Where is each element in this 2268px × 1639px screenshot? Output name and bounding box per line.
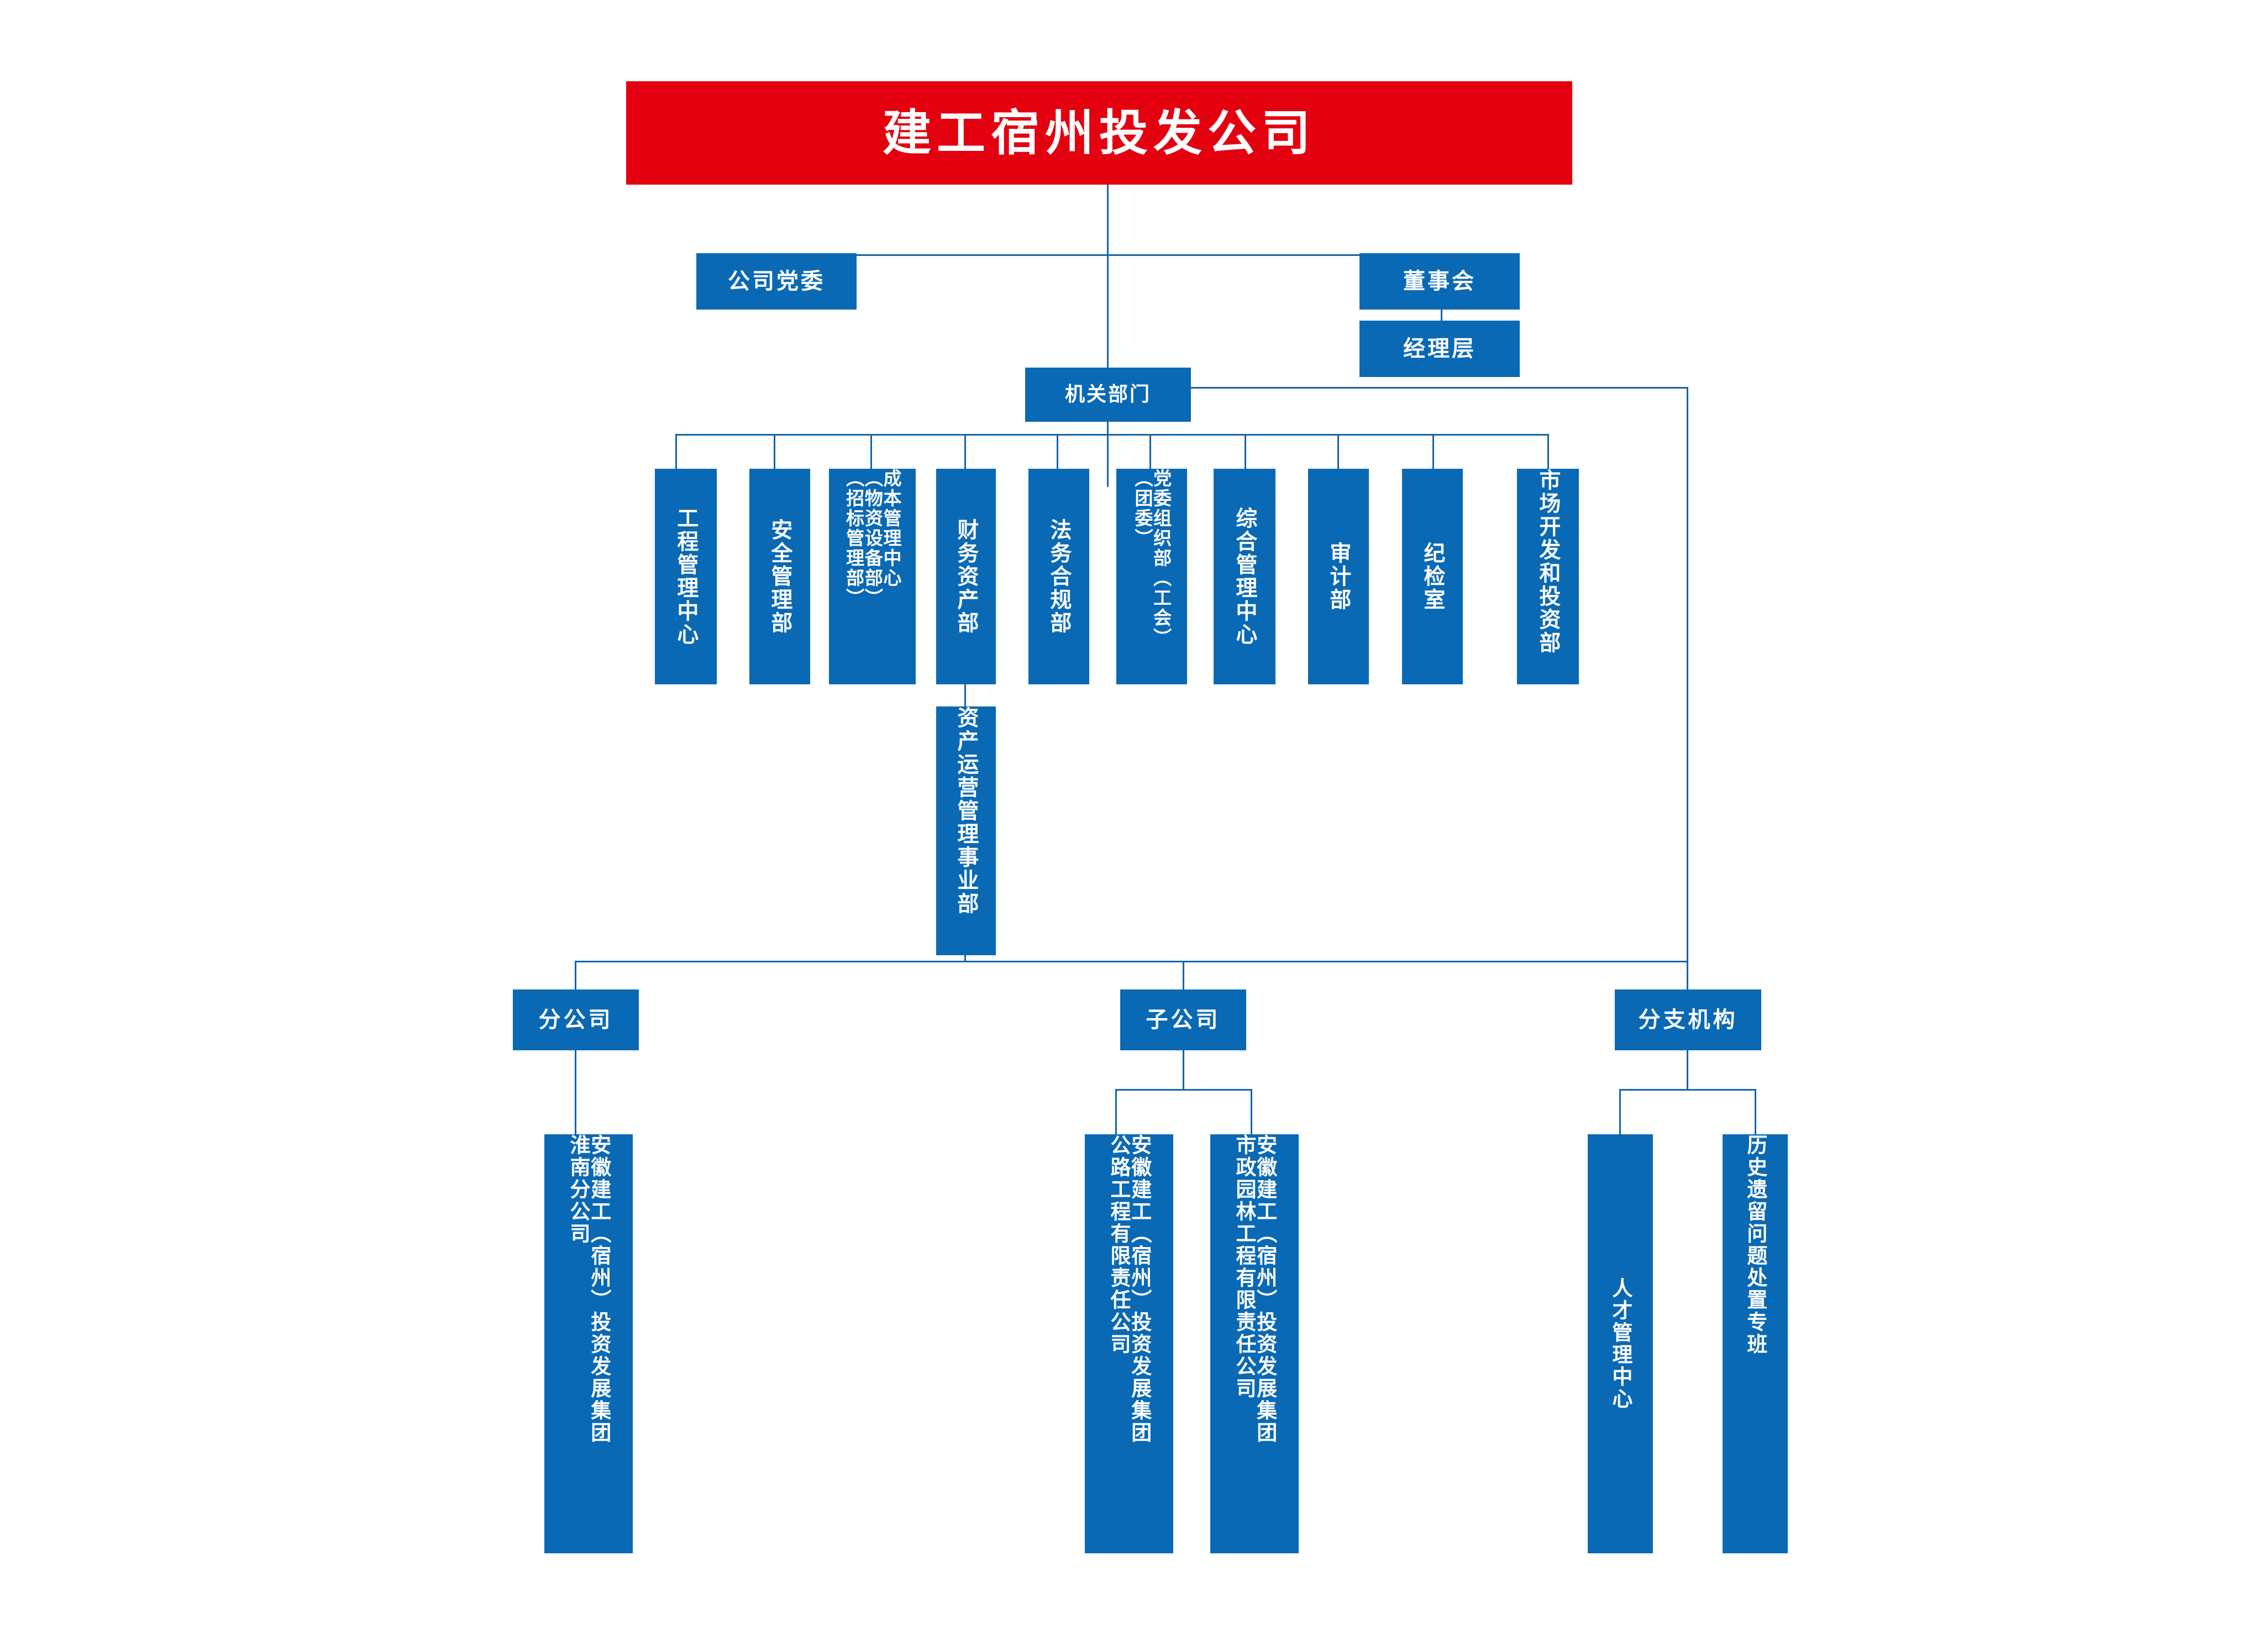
dept-label-col: 法务合规部 <box>1046 519 1072 635</box>
page-title: 建工宿州投发公司 <box>882 104 1316 161</box>
connector-subsidiary-leg-2 <box>1251 1089 1252 1136</box>
dept-label-col: （团委） <box>1132 469 1153 548</box>
dept-box-10[interactable]: 市场开发和投资部 <box>1517 469 1579 684</box>
unit-label-col: 安徽建工（宿州）投资发展集团 <box>1253 1134 1277 1444</box>
dept-label-col: 市场开发和投资部 <box>1535 469 1561 654</box>
group-label: 子公司 <box>1146 1007 1221 1033</box>
unit-label-col: 公路工程有限责任公司 <box>1107 1134 1131 1355</box>
unit-box-highway-engineering[interactable]: 安徽建工（宿州）投资发展集团 公路工程有限责任公司 <box>1085 1134 1173 1553</box>
dept-label-col: 综合管理中心 <box>1232 507 1257 646</box>
connector-branch-to-unit <box>575 1050 576 1136</box>
connector-dept-leg-2 <box>774 434 775 469</box>
node-management-layer[interactable]: 经理层 <box>1359 321 1520 377</box>
dept-box-2[interactable]: 安全管理部 <box>749 469 810 684</box>
connector-subsidiary-stem <box>1183 1050 1184 1090</box>
dept-box-3[interactable]: 成本管理中心 （物资设备部） （招标管理部） <box>829 469 916 684</box>
dept-box-6[interactable]: 党委组织部（工会） （团委） <box>1116 469 1187 684</box>
connector-right-trunk-down <box>1687 387 1688 962</box>
node-party-committee[interactable]: 公司党委 <box>696 253 857 310</box>
dept-label-col: （招标管理部） <box>843 469 865 608</box>
connector-dept-leg-9 <box>1432 434 1434 469</box>
dept-label-col: （物资设备部） <box>862 469 884 608</box>
unit-label-col: 人才管理中心 <box>1608 1277 1632 1410</box>
connector-subsidiary-leg-1 <box>1115 1089 1117 1136</box>
connector-affiliate-stem <box>1687 1050 1688 1090</box>
connector-dept-leg-10 <box>1547 434 1549 469</box>
sub-dept-box-asset-operation[interactable]: 资产运营管理事业部 <box>936 706 996 955</box>
connector-right-trunk-top <box>1191 387 1688 389</box>
dept-box-7[interactable]: 综合管理中心 <box>1214 469 1275 684</box>
connector-subsidiary-bus <box>1115 1089 1252 1091</box>
connector-affiliate-leg-1 <box>1619 1089 1621 1136</box>
dept-box-1[interactable]: 工程管理中心 <box>655 469 717 684</box>
dept-box-4[interactable]: 财务资产部 <box>936 469 996 684</box>
connector-asset-op-down <box>964 955 966 962</box>
node-board-of-directors[interactable]: 董事会 <box>1359 253 1520 310</box>
node-label: 经理层 <box>1403 336 1476 362</box>
dept-label-col: 审计部 <box>1326 542 1351 611</box>
connector-depts-bus <box>675 434 1548 436</box>
dept-box-9[interactable]: 纪检室 <box>1402 469 1463 684</box>
dept-label-col: 安全管理部 <box>767 519 792 635</box>
dept-label-col: 工程管理中心 <box>673 507 699 646</box>
unit-label-col: 安徽建工（宿州）投资发展集团 <box>1127 1134 1152 1444</box>
unit-box-legacy-issues-team[interactable]: 历史遗留问题处置专班 <box>1723 1134 1788 1553</box>
connector-to-asset-operation <box>964 684 966 708</box>
dept-label-col: 成本管理中心 <box>880 469 902 588</box>
dept-label-col: 纪检室 <box>1420 542 1445 611</box>
connector-to-subsidiary-group <box>1183 961 1184 995</box>
connector-dept-leg-7 <box>1245 434 1246 469</box>
connector-dept-leg-6 <box>1149 434 1151 469</box>
unit-box-branch-huainan[interactable]: 安徽建工（宿州）投资发展集团 淮南分公司 <box>544 1134 633 1553</box>
group-label: 分支机构 <box>1638 1007 1738 1033</box>
unit-label-col: 历史遗留问题处置专班 <box>1743 1134 1767 1355</box>
connector-title-stem <box>1107 185 1109 255</box>
connector-dept-leg-3 <box>870 434 872 469</box>
connector-affiliate-leg-2 <box>1755 1089 1756 1136</box>
group-header-branch-company[interactable]: 分公司 <box>513 989 639 1050</box>
connector-dept-leg-5 <box>1057 434 1058 469</box>
connector-dept-leg-1 <box>675 434 677 469</box>
unit-label-col: 安徽建工（宿州）投资发展集团 <box>587 1134 611 1444</box>
unit-box-municipal-landscape[interactable]: 安徽建工（宿州）投资发展集团 市政园林工程有限责任公司 <box>1210 1134 1299 1553</box>
connector-dept-leg-8 <box>1337 434 1339 469</box>
dept-label-col: 财务资产部 <box>953 519 979 635</box>
dept-box-5[interactable]: 法务合规部 <box>1028 469 1089 684</box>
dept-label-col: 党委组织部（工会） <box>1150 469 1172 648</box>
sub-dept-label-col: 资产运营管理事业部 <box>953 706 979 915</box>
node-label: 董事会 <box>1403 269 1476 294</box>
unit-box-talent-management-center[interactable]: 人才管理中心 <box>1588 1134 1653 1553</box>
unit-label-col: 淮南分公司 <box>566 1134 590 1245</box>
node-functional-departments[interactable]: 机关部门 <box>1025 368 1191 422</box>
connector-affiliate-bus <box>1619 1089 1756 1091</box>
node-label: 机关部门 <box>1064 383 1151 406</box>
chart-title-box: 建工宿州投发公司 <box>626 81 1572 185</box>
group-header-subsidiary[interactable]: 子公司 <box>1120 989 1246 1050</box>
unit-label-col: 市政园林工程有限责任公司 <box>1232 1134 1256 1400</box>
connector-to-departments <box>1107 254 1109 379</box>
connector-to-affiliate-group <box>1687 961 1688 995</box>
node-label: 公司党委 <box>728 269 825 294</box>
group-label: 分公司 <box>538 1007 613 1033</box>
group-header-affiliate[interactable]: 分支机构 <box>1615 989 1761 1050</box>
connector-groups-bus <box>575 961 1688 962</box>
connector-dept-leg-4 <box>964 434 966 469</box>
connector-depts-stem <box>1107 422 1109 487</box>
dept-box-8[interactable]: 审计部 <box>1308 469 1369 684</box>
connector-to-branch-group <box>575 961 576 995</box>
